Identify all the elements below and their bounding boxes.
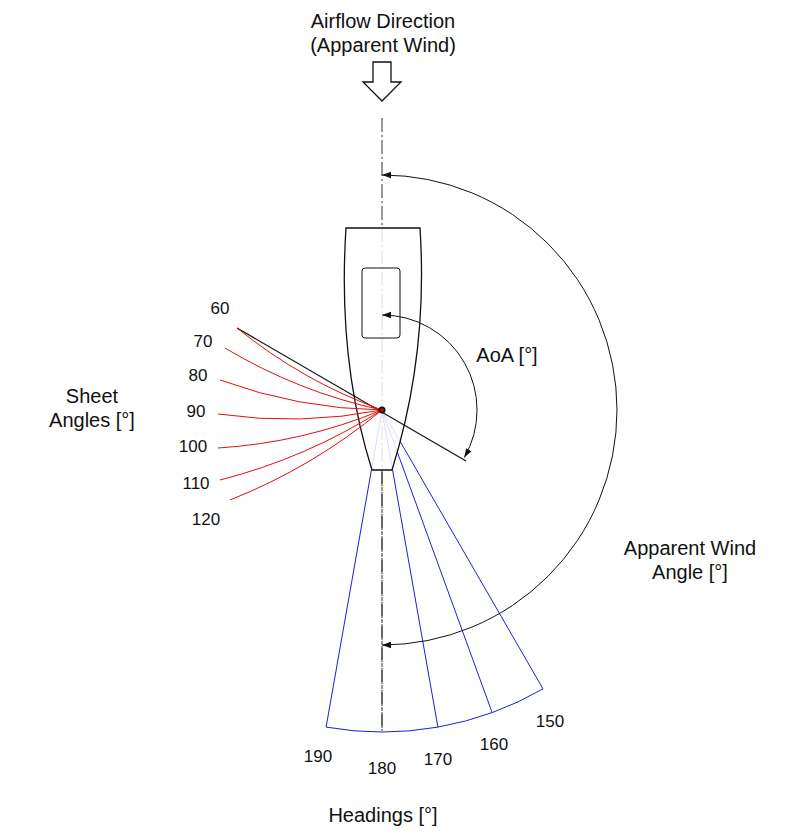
cockpit [362, 268, 400, 338]
sheet-curve [225, 348, 382, 410]
apparent-wind-angle-caption: Apparent Wind Angle [°] [610, 536, 770, 584]
sheet-angles-caption: Sheet Angles [°] [37, 384, 147, 432]
heading-arc [326, 689, 543, 732]
heading-line [382, 410, 492, 713]
sail-chord-line [237, 328, 466, 461]
headings-caption: Headings [°] [328, 803, 437, 827]
boat-hull [344, 228, 421, 470]
aoa-caption: AoA [°] [476, 343, 537, 367]
sheet-angle-value: 100 [179, 437, 207, 457]
heading-180-line [382, 470, 383, 728]
sheet-curve [220, 380, 382, 410]
sheet-angle-value: 120 [192, 510, 220, 530]
sheet-angle-value: 60 [211, 299, 230, 319]
heading-value: 160 [480, 735, 508, 755]
sheet-curve [237, 328, 382, 410]
sheet-angle-value: 70 [194, 332, 213, 352]
aoa-arc [382, 315, 477, 458]
airflow-arrow [363, 62, 401, 101]
airflow-title: Airflow Direction (Apparent Wind) [296, 9, 471, 57]
apparent-wind-angle-arc [382, 175, 617, 645]
heading-value: 180 [368, 759, 396, 779]
sheet-angle-value: 90 [187, 402, 206, 422]
sheet-curves [218, 328, 382, 500]
pivot-point-center [380, 408, 384, 412]
heading-value: 150 [536, 712, 564, 732]
heading-value: 170 [424, 750, 452, 770]
heading-lines [326, 410, 543, 732]
sheet-angle-value: 80 [189, 366, 208, 386]
pivot-point [379, 407, 386, 414]
sheet-angle-value: 110 [182, 474, 209, 494]
sheet-curve [230, 410, 382, 500]
heading-value: 190 [304, 747, 332, 767]
heading-line [382, 410, 543, 689]
sheet-curve [220, 410, 382, 480]
sheet-curve [218, 410, 382, 419]
